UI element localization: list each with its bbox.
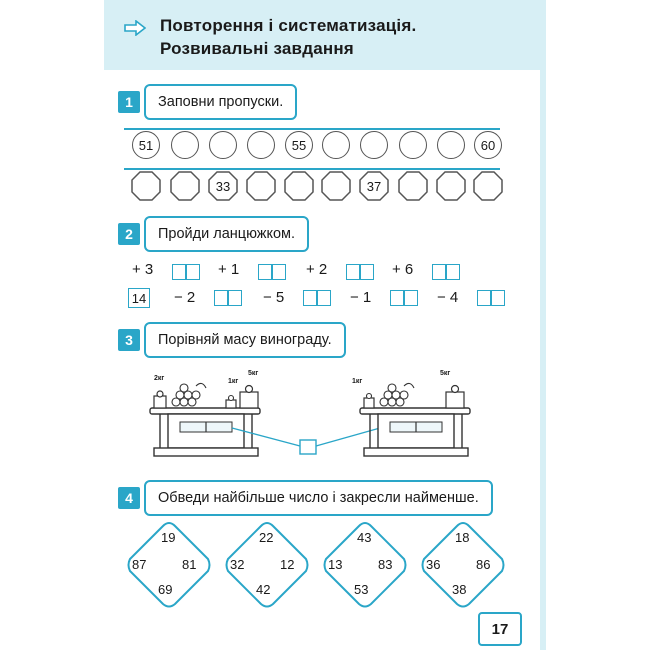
page-title: Повторення і систематизація. Розвивальні… bbox=[160, 14, 416, 60]
number-cell-blank[interactable] bbox=[437, 131, 465, 159]
task-number: 2 bbox=[118, 223, 140, 245]
weight-label: 1кг bbox=[228, 378, 239, 385]
number-cell-blank[interactable] bbox=[399, 131, 427, 159]
operation-label: − 2 bbox=[174, 289, 196, 306]
diamond-number-top[interactable]: 19 bbox=[161, 530, 176, 545]
diamond-card[interactable]: 22 32 12 42 bbox=[222, 520, 312, 610]
page-number: 17 bbox=[478, 612, 522, 646]
operation-label: − 1 bbox=[350, 289, 372, 306]
arrow-right-icon bbox=[124, 20, 146, 36]
header-band bbox=[104, 0, 544, 70]
comparison-answer-box[interactable] bbox=[299, 439, 317, 455]
number-cell-blank[interactable] bbox=[398, 171, 428, 201]
answer-cell[interactable] bbox=[214, 290, 242, 306]
number-cell-blank[interactable] bbox=[246, 171, 276, 201]
number-cell-filled: 60 bbox=[474, 131, 502, 159]
diamond-number-left[interactable]: 87 bbox=[132, 557, 147, 572]
diamond-number-top[interactable]: 22 bbox=[259, 530, 274, 545]
diamond-number-left[interactable]: 36 bbox=[426, 557, 441, 572]
answer-cell[interactable] bbox=[258, 264, 286, 280]
number-cell-filled: 37 bbox=[359, 171, 389, 201]
number-cell-value bbox=[246, 171, 276, 201]
number-cell-blank[interactable] bbox=[473, 171, 503, 201]
weight-label: 1кг bbox=[352, 378, 363, 385]
number-cell-blank[interactable] bbox=[321, 171, 351, 201]
diamond-number-bottom[interactable]: 53 bbox=[354, 582, 369, 597]
diamond-number-right[interactable]: 81 bbox=[182, 557, 197, 572]
number-cell-value bbox=[398, 171, 428, 201]
diamond-number-top[interactable]: 43 bbox=[357, 530, 372, 545]
task-number: 3 bbox=[118, 329, 140, 351]
task-2-header: 2 Пройди ланцюжком. bbox=[118, 216, 310, 252]
rail-top bbox=[124, 128, 500, 130]
task-number: 1 bbox=[118, 91, 140, 113]
title-line-2: Розвивальні завдання bbox=[160, 39, 354, 58]
number-cell-value bbox=[170, 171, 200, 201]
task-4-header: 4 Обведи найбільше число і закресли найм… bbox=[118, 480, 493, 516]
number-cell-value bbox=[131, 171, 161, 201]
diamond-number-top[interactable]: 18 bbox=[455, 530, 470, 545]
number-cell-blank[interactable] bbox=[247, 131, 275, 159]
diamond-number-bottom[interactable]: 69 bbox=[158, 582, 173, 597]
task-instruction: Порівняй масу винограду. bbox=[144, 322, 346, 358]
diamond-card[interactable]: 18 36 86 38 bbox=[418, 520, 508, 610]
number-cell-blank[interactable] bbox=[322, 131, 350, 159]
page-edge bbox=[540, 0, 546, 650]
diamond-card[interactable]: 43 13 83 53 bbox=[320, 520, 410, 610]
task-1-header: 1 Заповни пропуски. bbox=[118, 84, 298, 120]
answer-cell[interactable] bbox=[390, 290, 418, 306]
number-cell-filled: 33 bbox=[208, 171, 238, 201]
number-cell-value bbox=[436, 171, 466, 201]
answer-cell[interactable] bbox=[477, 290, 505, 306]
scales-illustration bbox=[149, 382, 471, 457]
rail-bottom bbox=[124, 168, 500, 170]
answer-cell[interactable] bbox=[303, 290, 331, 306]
diamond-number-right[interactable]: 83 bbox=[378, 557, 393, 572]
number-cell-blank[interactable] bbox=[284, 171, 314, 201]
number-cell-value bbox=[284, 171, 314, 201]
diamond-number-right[interactable]: 12 bbox=[280, 557, 295, 572]
weight-label: 5кг bbox=[440, 370, 451, 377]
diamond-number-bottom[interactable]: 38 bbox=[452, 582, 467, 597]
diamond-number-right[interactable]: 86 bbox=[476, 557, 491, 572]
weight-label: 5кг bbox=[248, 370, 259, 377]
number-cell-blank[interactable] bbox=[131, 171, 161, 201]
operation-label: − 5 bbox=[263, 289, 285, 306]
number-cell-blank[interactable] bbox=[209, 131, 237, 159]
operation-label: + 6 bbox=[392, 261, 414, 278]
answer-cell[interactable] bbox=[432, 264, 460, 280]
number-cell-blank[interactable] bbox=[360, 131, 388, 159]
scale-1 bbox=[149, 382, 261, 457]
answer-cell[interactable] bbox=[172, 264, 200, 280]
task-instruction: Заповни пропуски. bbox=[144, 84, 298, 120]
diamond-number-left[interactable]: 13 bbox=[328, 557, 343, 572]
title-line-1: Повторення і систематизація. bbox=[160, 16, 417, 35]
number-cell-blank[interactable] bbox=[436, 171, 466, 201]
number-cell-filled: 55 bbox=[285, 131, 313, 159]
chain-start-value: 14 bbox=[128, 288, 150, 308]
task-3-header: 3 Порівняй масу винограду. bbox=[118, 322, 346, 358]
diamond-number-left[interactable]: 32 bbox=[230, 557, 245, 572]
scale-2 bbox=[359, 382, 471, 457]
diamond-number-bottom[interactable]: 42 bbox=[256, 582, 271, 597]
operation-label: − 4 bbox=[437, 289, 459, 306]
number-cell-value bbox=[321, 171, 351, 201]
diamond-card[interactable]: 19 87 81 69 bbox=[124, 520, 214, 610]
number-cell-blank[interactable] bbox=[170, 171, 200, 201]
task-instruction: Пройди ланцюжком. bbox=[144, 216, 310, 252]
task-instruction: Обведи найбільше число і закресли наймен… bbox=[144, 480, 493, 516]
weight-label: 2кг bbox=[154, 375, 165, 382]
operation-label: + 2 bbox=[306, 261, 328, 278]
answer-cell[interactable] bbox=[346, 264, 374, 280]
operation-label: + 3 bbox=[132, 261, 154, 278]
number-cell-filled: 51 bbox=[132, 131, 160, 159]
task-number: 4 bbox=[118, 487, 140, 509]
number-cell-blank[interactable] bbox=[171, 131, 199, 159]
number-cell-value bbox=[473, 171, 503, 201]
number-cell-value: 37 bbox=[366, 178, 382, 194]
operation-label: + 1 bbox=[218, 261, 240, 278]
number-cell-value: 33 bbox=[215, 178, 231, 194]
